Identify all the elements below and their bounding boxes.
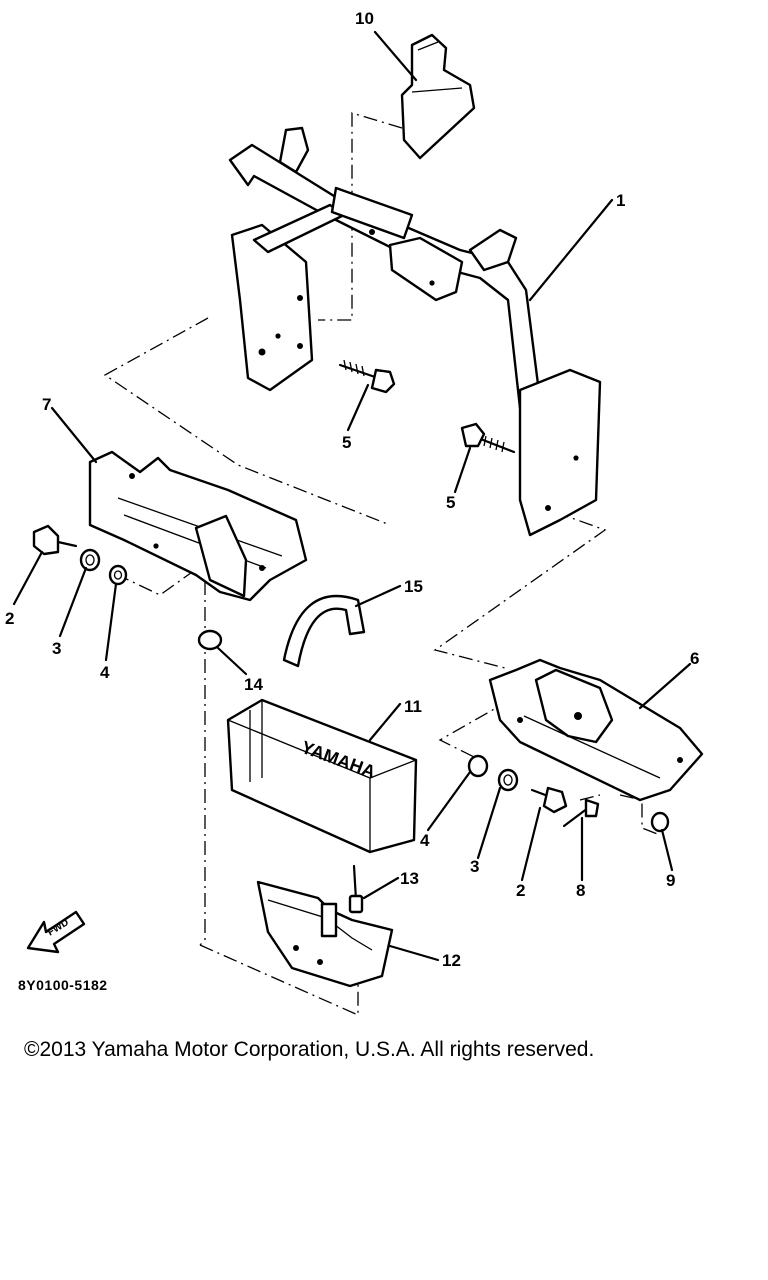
part-14-grommet (197, 629, 223, 651)
callout-11: 11 (404, 697, 422, 716)
callout-14: 14 (244, 675, 263, 694)
part-4-washer-right (467, 754, 489, 778)
assembly-lines (103, 112, 661, 1016)
callout-5b: 5 (446, 493, 455, 512)
copyright-notice: ©2013 Yamaha Motor Corporation, U.S.A. A… (24, 1038, 595, 1061)
callout-4a: 4 (100, 663, 110, 682)
callout-3a: 3 (52, 639, 61, 658)
callout-2b: 2 (516, 881, 525, 900)
callout-9: 9 (666, 871, 675, 890)
fwd-arrow-icon: FWD (26, 910, 86, 954)
part-1-frame (228, 126, 602, 537)
part-3-washer-right (497, 768, 519, 792)
callout-13: 13 (400, 869, 419, 888)
part-12-battery-box (256, 880, 394, 988)
callout-3b: 3 (470, 857, 479, 876)
part-9-nut (650, 811, 670, 833)
callout-8: 8 (576, 881, 585, 900)
part-11-battery: YAMAHA (226, 698, 418, 854)
callout-5a: 5 (342, 433, 351, 452)
callout-labels: 10 1 5 5 7 2 3 4 14 15 11 6 4 3 2 8 9 13… (5, 9, 699, 970)
callout-6: 6 (690, 649, 699, 668)
part-13-vent (348, 864, 364, 914)
drawing-code: 8Y0100-5182 (18, 977, 108, 993)
part-2-bolt-left (32, 524, 78, 556)
part-6-plate (488, 658, 704, 802)
callout-2a: 2 (5, 609, 14, 628)
callout-4b: 4 (420, 831, 430, 850)
part-8-screw (562, 798, 600, 828)
part-5-bolt-b (460, 422, 516, 454)
parts-diagram: YAMAHA FWD (5, 9, 704, 1016)
callout-1: 1 (616, 191, 625, 210)
callout-7: 7 (42, 395, 51, 414)
part-4-washer-left (108, 564, 128, 586)
part-2-bolt-right (530, 786, 568, 814)
part-15-strap (282, 594, 366, 668)
callout-12: 12 (442, 951, 461, 970)
part-5-bolt-a (338, 359, 396, 394)
leader-lines (12, 30, 692, 962)
part-7-plate (88, 450, 308, 602)
callout-15: 15 (404, 577, 423, 596)
part-10-clip (400, 33, 476, 160)
part-3-washer-left (79, 548, 101, 572)
callout-10: 10 (355, 9, 374, 28)
